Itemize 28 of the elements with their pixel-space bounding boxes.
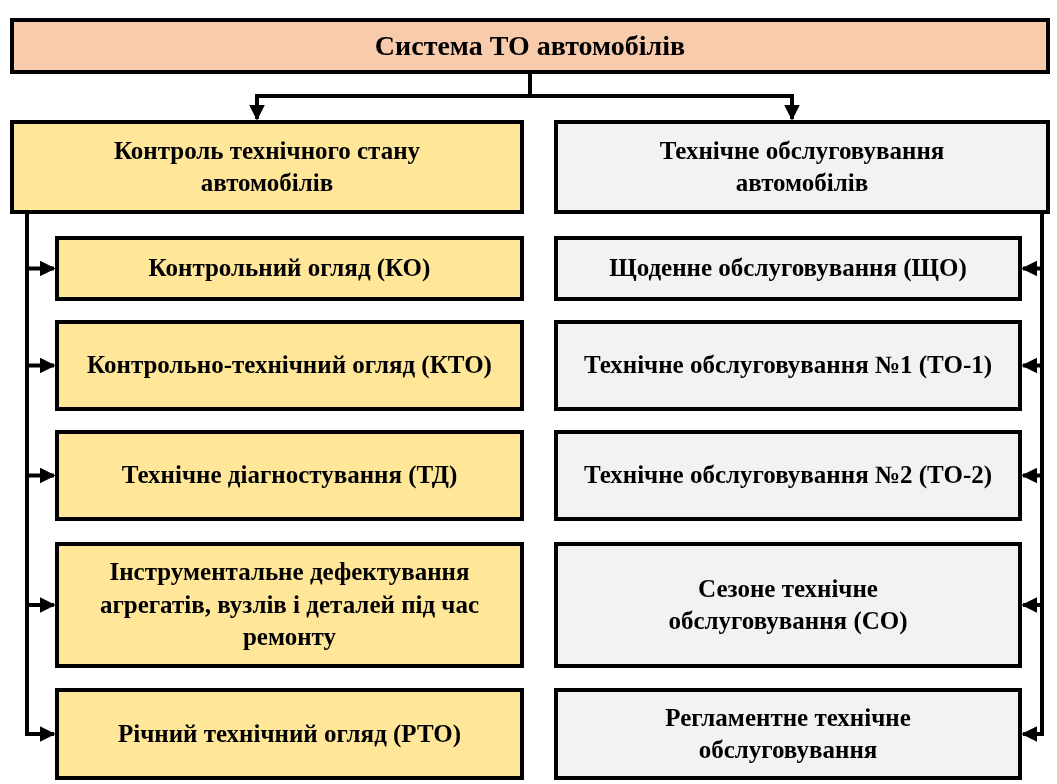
box-text: Щоденне обслуговування (ЩО)	[609, 253, 967, 284]
category-box	[554, 120, 1050, 214]
box-text: Контроль технічного стану автомобілів	[112, 135, 422, 198]
box-text: Сезоне технічне обслуговування (СО)	[667, 573, 909, 637]
box-text: Технічне діагностування (ТД)	[121, 460, 458, 491]
box-text: Інструментальне дефектування агрегатів, вузлів і деталей під час ремонту	[98, 557, 481, 653]
box-text: Контрольний огляд (КО)	[148, 253, 431, 284]
category-box	[55, 430, 524, 521]
category-box	[554, 430, 1022, 521]
category-box	[554, 542, 1022, 668]
category-box	[554, 236, 1022, 301]
category-box	[554, 320, 1022, 411]
title-box	[10, 18, 1050, 74]
category-box	[55, 688, 524, 780]
category-box	[554, 688, 1022, 780]
box-text: Система ТО автомобілів	[374, 28, 686, 63]
connector-arrow	[1021, 214, 1044, 742]
box-text: Технічне обслуговування №1 (ТО-1)	[583, 350, 993, 381]
box-text: Технічне обслуговування №2 (ТО-2)	[583, 460, 993, 491]
box-text: Контрольно-технічний огляд (КТО)	[87, 350, 492, 381]
category-box	[55, 320, 524, 411]
connector-arrow	[25, 214, 56, 742]
category-box	[55, 542, 524, 668]
box-text: Регламентне технічне обслуговування	[664, 702, 912, 765]
category-box	[10, 120, 524, 214]
category-box	[55, 236, 524, 301]
box-text: Технічне обслуговування автомобілів	[658, 135, 946, 198]
box-text: Річний технічний огляд (РТО)	[117, 718, 462, 750]
